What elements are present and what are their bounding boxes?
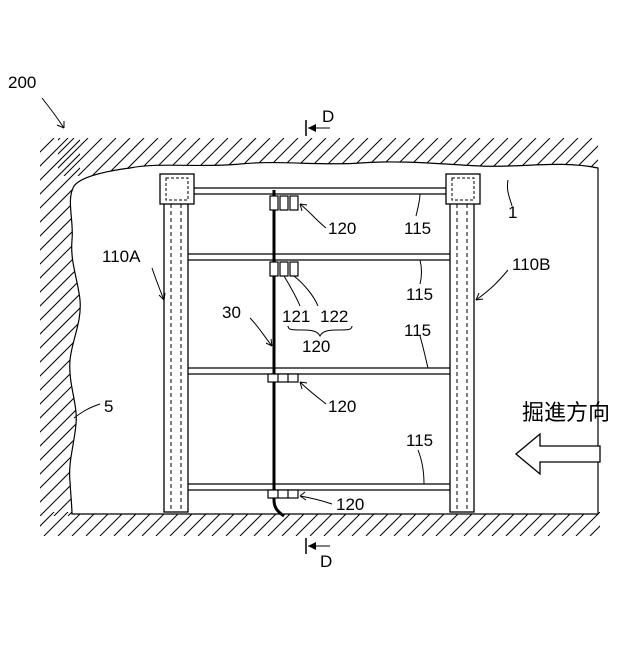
hatch-line xyxy=(492,512,516,536)
clamp-120-b xyxy=(270,262,298,276)
label-120-a: 120 xyxy=(328,219,356,238)
hatch-line xyxy=(352,512,376,536)
hatch-line xyxy=(142,512,166,536)
section-letter-bottom: D xyxy=(320,552,332,571)
hatch-line xyxy=(100,512,124,536)
label-30: 30 xyxy=(222,303,241,322)
hatch-line xyxy=(408,512,432,536)
hatch-line xyxy=(114,512,138,536)
hatch-line xyxy=(338,512,362,536)
hatch-line xyxy=(478,512,502,536)
section-letter-top: D xyxy=(322,107,334,126)
hatch-line xyxy=(156,512,180,536)
hatch-line xyxy=(212,512,236,536)
section-mark-top: D xyxy=(306,107,334,136)
hatch-line xyxy=(366,512,390,536)
label-120-c: 120 xyxy=(328,397,356,416)
hatch-line xyxy=(394,512,418,536)
section-mark-bottom: D xyxy=(306,538,332,571)
hatch-line xyxy=(254,512,278,536)
direction-label: 掘進方向 xyxy=(522,401,610,426)
hatch-line xyxy=(282,512,306,536)
label-115-a: 115 xyxy=(404,219,431,238)
label-1: 1 xyxy=(508,203,517,222)
clamp-120-c xyxy=(268,374,298,382)
hatch-line xyxy=(548,512,572,536)
hatch-line xyxy=(324,512,348,536)
hatch-line xyxy=(596,138,634,176)
hatch-line xyxy=(86,512,110,536)
hatch-line xyxy=(170,512,194,536)
hatch-line xyxy=(128,512,152,536)
hatch-line xyxy=(72,512,96,536)
label-120-d: 120 xyxy=(336,495,364,514)
hatch-line xyxy=(268,512,292,536)
hatch-line xyxy=(44,512,68,536)
hatch-line xyxy=(590,512,614,536)
hatch-line xyxy=(422,512,446,536)
clamp-120-a xyxy=(270,196,298,210)
hatch-line xyxy=(240,512,264,536)
label-120-b: 120 xyxy=(302,337,330,356)
hatch-line xyxy=(30,512,54,536)
hatch-line xyxy=(380,512,404,536)
hatch-line xyxy=(22,138,60,176)
hatch-line xyxy=(184,512,208,536)
hatch-line xyxy=(296,512,320,536)
hatch-line xyxy=(520,512,544,536)
hatch-line xyxy=(562,512,586,536)
hatch-line xyxy=(226,512,250,536)
hatch-line xyxy=(0,138,40,516)
hatch-line xyxy=(16,512,40,536)
label-110A: 110A xyxy=(102,247,141,266)
hatch-line xyxy=(310,512,334,536)
clamp-120-d xyxy=(268,490,298,498)
hatch-line xyxy=(198,512,222,536)
label-115-c: 115 xyxy=(404,321,431,340)
hatch-line xyxy=(0,138,68,516)
hatch-line xyxy=(58,512,82,536)
figure-ref-label: 200 xyxy=(8,73,36,92)
tunnel-boundary xyxy=(70,162,598,514)
hatch-line xyxy=(436,512,460,536)
hatch-line xyxy=(576,512,600,536)
label-115-b: 115 xyxy=(406,285,433,304)
hatch-line xyxy=(0,138,54,516)
hatch-line xyxy=(534,512,558,536)
hatch-line xyxy=(506,512,530,536)
label-110B: 110B xyxy=(512,255,550,274)
hatch-line xyxy=(464,512,488,536)
label-121: 121 xyxy=(282,307,310,326)
label-5: 5 xyxy=(104,397,113,416)
label-115-d: 115 xyxy=(406,431,433,450)
hatch-line xyxy=(450,512,474,536)
figure-ref-leader xyxy=(42,98,64,128)
label-122: 122 xyxy=(320,307,348,326)
